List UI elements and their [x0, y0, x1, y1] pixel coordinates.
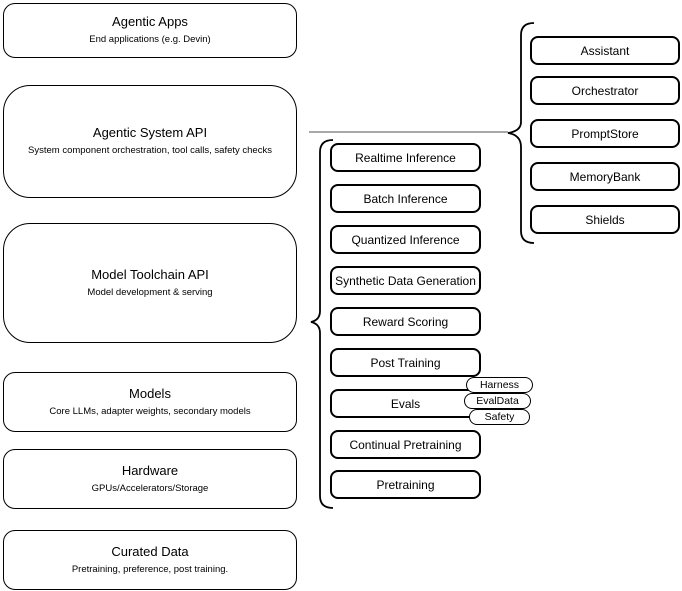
- toolchain-item-realtime-inference: Realtime Inference: [330, 143, 481, 172]
- component-promptstore: PromptStore: [530, 119, 680, 148]
- stack-box-title: Curated Data: [111, 543, 189, 559]
- stack-box-subtitle: Core LLMs, adapter weights, secondary mo…: [49, 405, 251, 417]
- stack-box-subtitle: System component orchestration, tool cal…: [28, 145, 272, 157]
- stack-box-model-toolchain-api: Model Toolchain API Model development & …: [3, 223, 297, 343]
- toolchain-item-pretraining: Pretraining: [330, 470, 481, 499]
- toolchain-item-batch-inference: Batch Inference: [330, 184, 481, 213]
- eval-tag-evaldata: EvalData: [464, 393, 531, 409]
- stack-box-title: Models: [129, 385, 171, 401]
- toolchain-item-synthetic-data-generation: Synthetic Data Generation: [330, 266, 481, 295]
- toolchain-item-post-training: Post Training: [330, 348, 481, 377]
- stack-box-title: Model Toolchain API: [91, 266, 209, 282]
- stack-box-agentic-system-api: Agentic System API System component orch…: [3, 85, 297, 198]
- stack-box-subtitle: Pretraining, preference, post training.: [71, 563, 229, 575]
- component-memorybank: MemoryBank: [530, 162, 680, 191]
- component-orchestrator: Orchestrator: [530, 76, 680, 105]
- toolchain-item-quantized-inference: Quantized Inference: [330, 225, 481, 254]
- toolchain-item-evals: Evals: [330, 389, 481, 418]
- stack-box-agentic-apps: Agentic Apps End applications (e.g. Devi…: [3, 3, 297, 58]
- toolchain-item-continual-pretraining: Continual Pretraining: [330, 430, 481, 459]
- stack-box-hardware: Hardware GPUs/Accelerators/Storage: [3, 449, 297, 509]
- stack-box-subtitle: End applications (e.g. Devin): [89, 34, 211, 46]
- toolchain-item-reward-scoring: Reward Scoring: [330, 307, 481, 336]
- stack-box-models: Models Core LLMs, adapter weights, secon…: [3, 372, 297, 432]
- stack-box-title: Agentic System API: [92, 125, 208, 141]
- eval-tag-harness: Harness: [466, 377, 533, 393]
- stack-box-title: Agentic Apps: [112, 14, 188, 30]
- component-shields: Shields: [530, 205, 680, 234]
- stack-box-subtitle: Model development & serving: [87, 286, 213, 298]
- stack-box-subtitle: GPUs/Accelerators/Storage: [91, 482, 209, 494]
- stack-box-curated-data: Curated Data Pretraining, preference, po…: [3, 530, 297, 590]
- stack-box-title: Hardware: [121, 462, 179, 478]
- eval-tag-safety: Safety: [469, 409, 530, 425]
- component-assistant: Assistant: [530, 36, 680, 65]
